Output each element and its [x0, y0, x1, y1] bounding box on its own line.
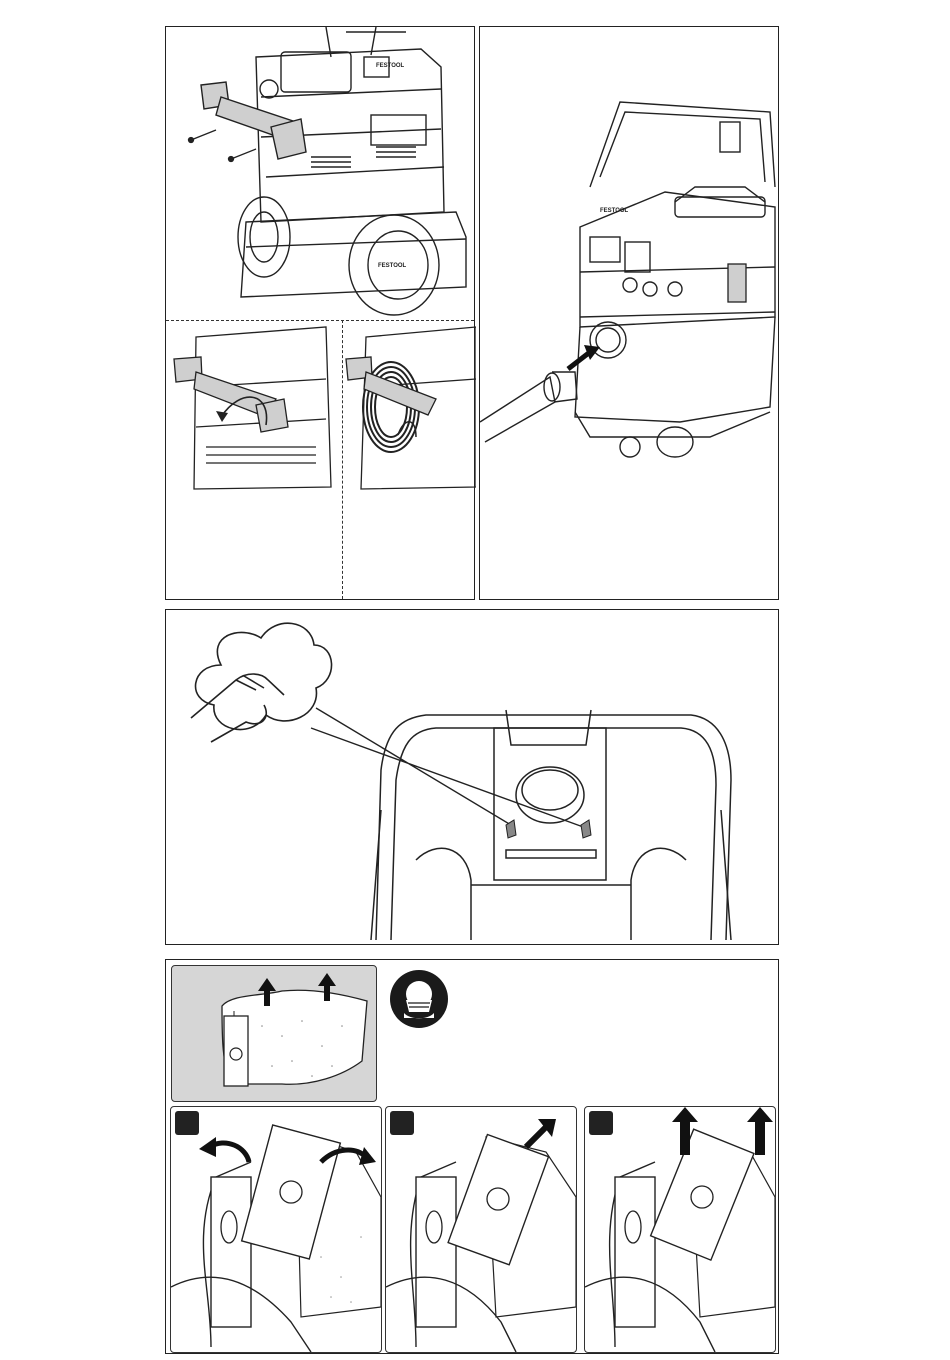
figure-accessory-mount-panel: FESTOOL FESTOOL [165, 26, 475, 600]
figure-hose-connect-panel: FESTOOL [479, 26, 779, 600]
hose-connect-illustration: FESTOOL [480, 27, 780, 601]
dust-bag-illustration [172, 966, 376, 1101]
bag-step-1-illustration [171, 1107, 381, 1352]
bag-overview-box [171, 965, 377, 1102]
filter-clean-illustration [166, 610, 780, 946]
accessory-mount-illustration: FESTOOL FESTOOL [166, 27, 476, 601]
bag-step-3-illustration [585, 1107, 775, 1352]
bag-step-2 [385, 1106, 577, 1353]
brand-label-lid: FESTOOL [600, 208, 629, 214]
subfigure-divider-vertical [342, 320, 343, 599]
subfigure-divider-horizontal [166, 320, 474, 321]
bag-step-2-illustration [386, 1107, 576, 1352]
brand-label-wheel: FESTOOL [378, 263, 407, 269]
figure-bag-change-panel [165, 959, 779, 1354]
bag-step-3 [584, 1106, 776, 1353]
brand-label-top: FESTOOL [376, 63, 405, 69]
dust-mask-icon [388, 968, 450, 1030]
figure-filter-clean-panel [165, 609, 779, 945]
bag-step-1 [170, 1106, 382, 1353]
